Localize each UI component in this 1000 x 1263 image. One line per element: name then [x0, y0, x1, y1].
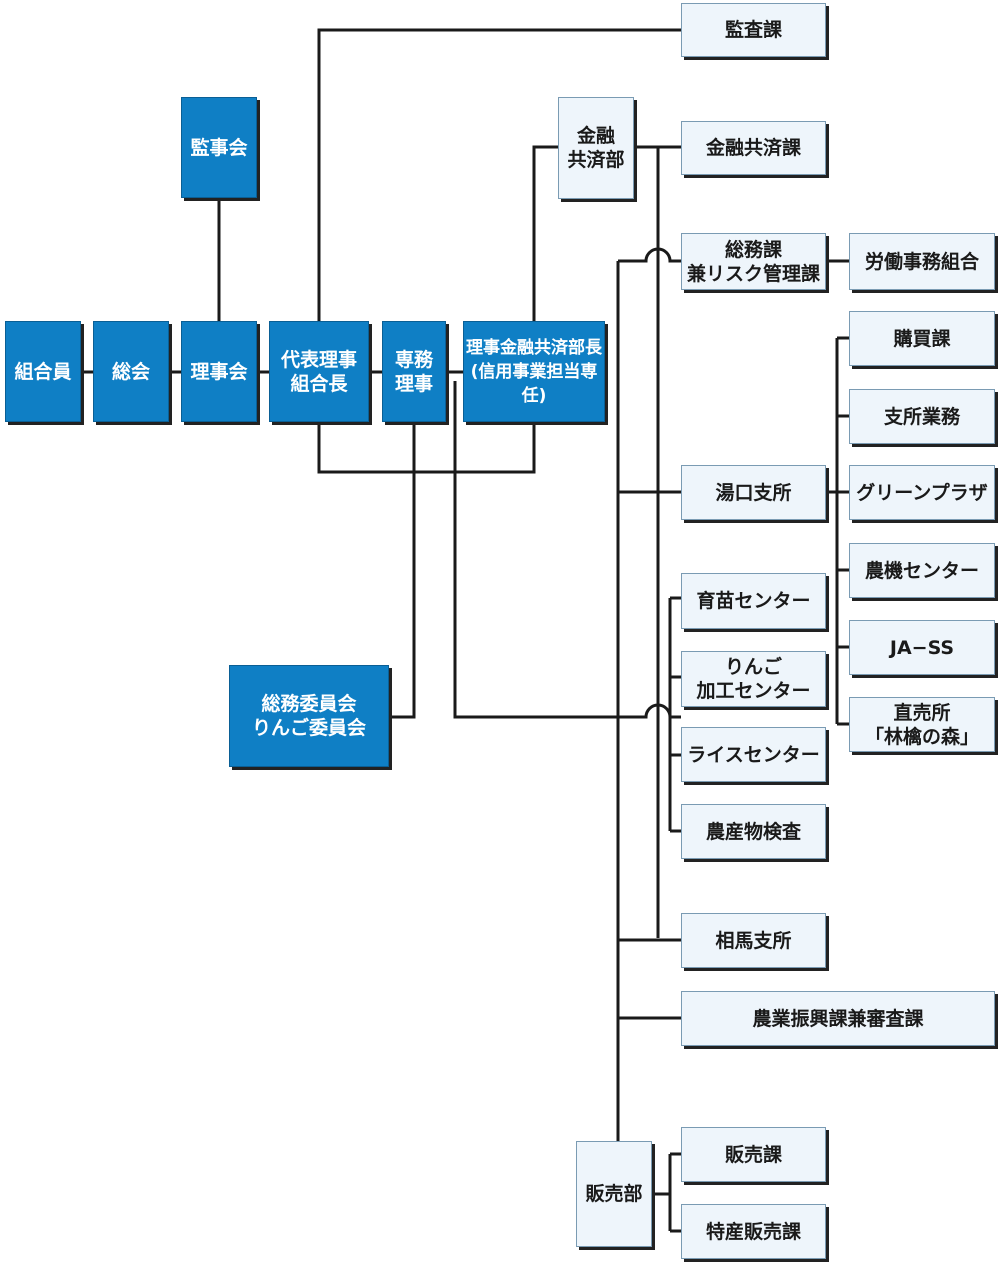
- node-finance-director: 理事金融共済部長 (信用事業担当専任): [463, 321, 605, 422]
- node-agri-promotion: 農業振興課兼審査課: [681, 991, 995, 1046]
- node-machinery-center: 農機センター: [849, 543, 995, 598]
- node-committees: 総務委員会 りんご委員会: [229, 665, 389, 767]
- connector-line: [453, 381, 681, 719]
- connector-line: [618, 247, 681, 263]
- connector-line: [317, 422, 536, 474]
- node-executive-director: 専務 理事: [382, 321, 446, 422]
- node-specialty-sales: 特産販売課: [681, 1204, 826, 1259]
- node-general-affairs: 総務課 兼リスク管理課: [681, 233, 826, 290]
- node-members: 組合員: [5, 321, 81, 422]
- connector-line: [317, 28, 681, 321]
- connector-line: [389, 422, 416, 719]
- node-soma-branch: 相馬支所: [681, 913, 826, 968]
- node-rice-center: ライスセンター: [681, 727, 826, 782]
- node-seedling-center: 育苗センター: [681, 573, 826, 629]
- node-apple-processing: りんご 加工センター: [681, 651, 826, 707]
- node-audit-section: 監査課: [681, 3, 826, 57]
- node-finance-section: 金融共済課: [681, 121, 826, 175]
- node-green-plaza: グリーンプラザ: [849, 465, 995, 520]
- node-sales-dept: 販売部: [576, 1141, 652, 1247]
- node-purchasing: 購買課: [849, 311, 995, 366]
- node-finance-dept: 金融 共済部: [558, 97, 634, 199]
- node-produce-inspection: 農産物検査: [681, 804, 826, 859]
- node-branch-operations: 支所業務: [849, 389, 995, 444]
- node-representative-director: 代表理事 組合長: [269, 321, 369, 422]
- node-auditors: 監事会: [181, 97, 257, 198]
- node-ja-ss: JA−SS: [849, 620, 995, 675]
- node-labor-union: 労働事務組合: [849, 233, 995, 290]
- connector-line: [532, 145, 558, 321]
- node-yuguchi-branch: 湯口支所: [681, 465, 826, 520]
- node-direct-sales: 直売所 「林檎の森」: [849, 697, 995, 752]
- node-general-assembly: 総会: [93, 321, 169, 422]
- node-board-of-directors: 理事会: [181, 321, 257, 422]
- node-sales-section: 販売課: [681, 1127, 826, 1182]
